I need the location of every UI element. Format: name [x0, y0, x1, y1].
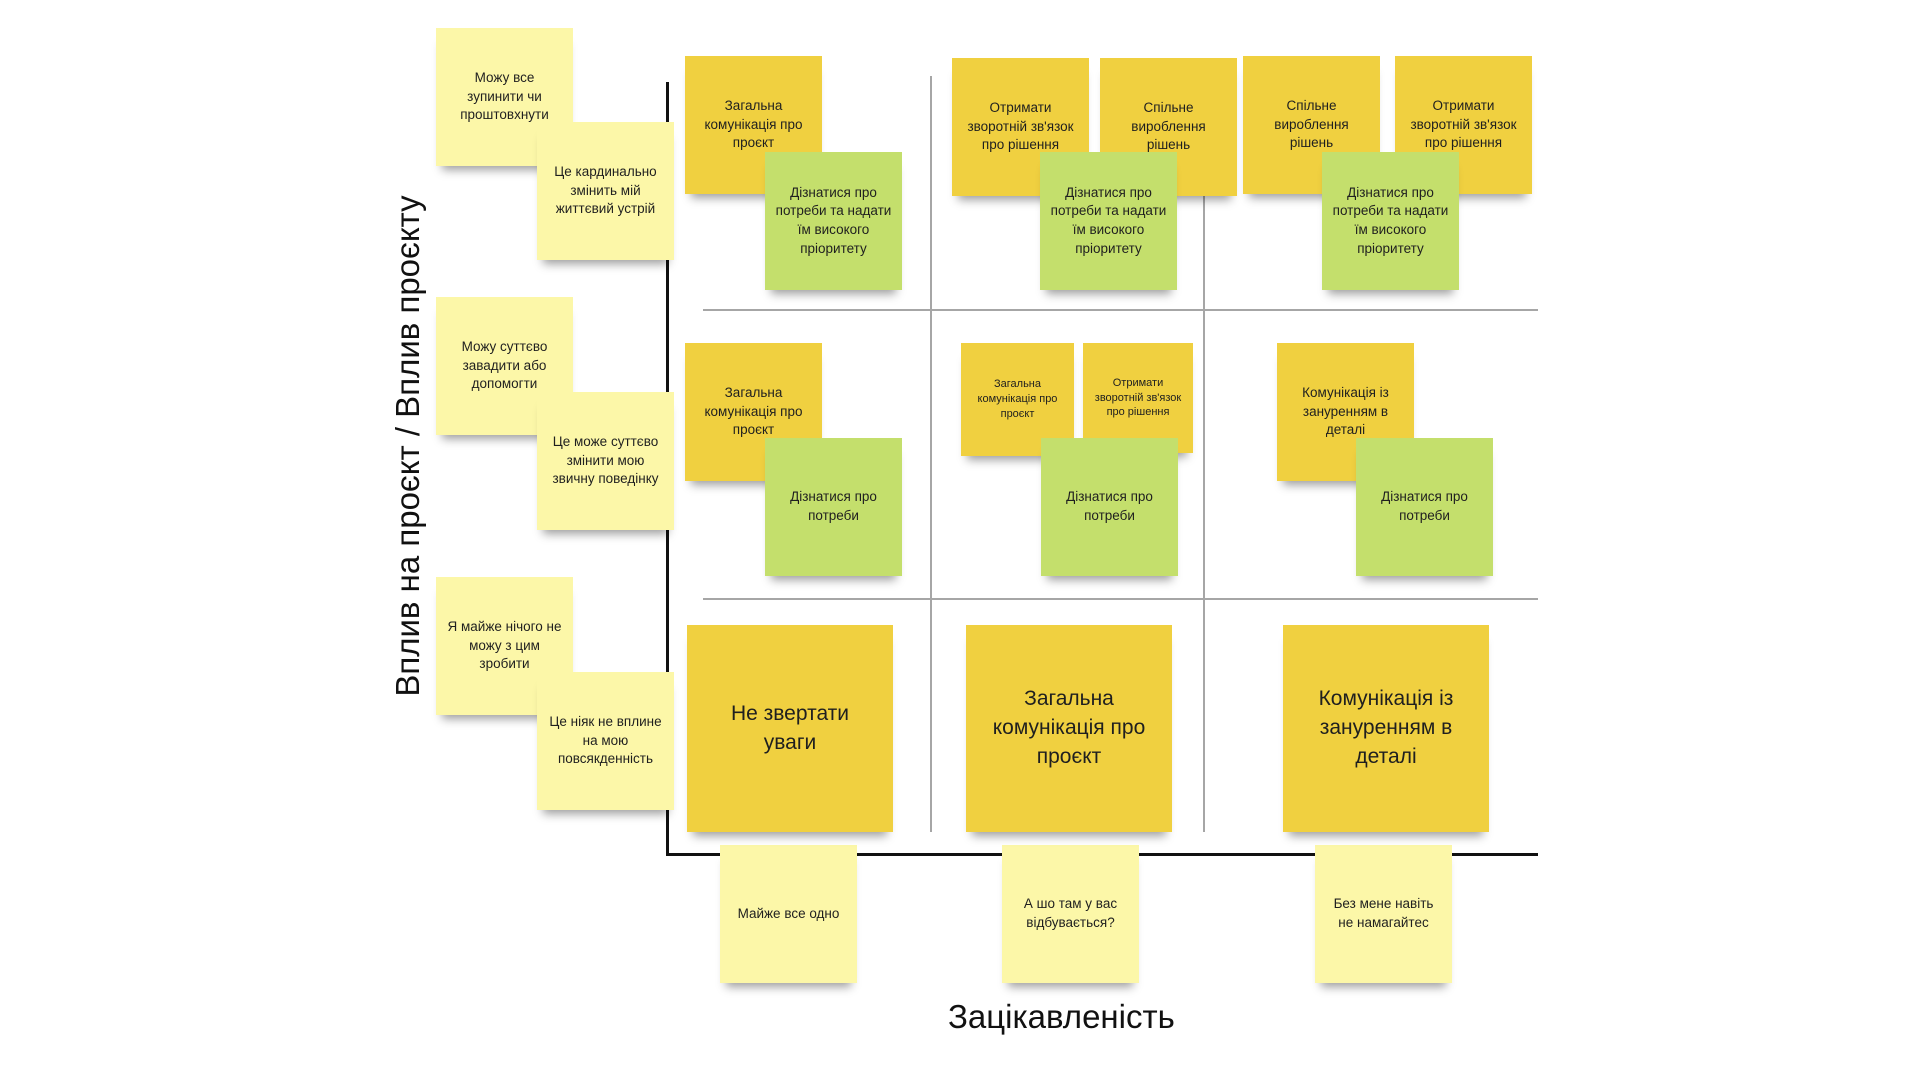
note-mid-low-amber: Загальна комунікація про проєкт — [685, 343, 822, 481]
y-axis-label: Вплив на проєкт / Вплив проєкту — [389, 195, 426, 697]
note-low-medium-amber: Загальна комунікація про проєкт — [966, 625, 1172, 832]
grid-vertical-line-2 — [1203, 78, 1205, 832]
note-high-low-amber: Загальна комунікація про проєкт — [685, 56, 822, 194]
note-low-high-amber: Комунікація із зануренням в деталі — [1283, 625, 1489, 832]
note-high-low-green: Дізнатися про потреби та надати їм висок… — [765, 152, 902, 290]
x-note-low: Майже все одно — [720, 845, 857, 983]
note-mid-low-green: Дізнатися про потреби — [765, 438, 902, 576]
note-high-medium-amber-1: Отримати зворотній зв'язок про рішення — [952, 58, 1089, 196]
grid-vertical-line-1 — [930, 76, 932, 832]
x-note-high: Без мене навіть не намагайтес — [1315, 845, 1452, 983]
y-note-middle-impact: Це може суттєво змінити мою звичну повед… — [537, 392, 674, 530]
y-note-top-impact: Це кардинально змінить мій життєвий устр… — [537, 122, 674, 260]
note-mid-medium-amber-1: Загальна комунікація про проєкт — [961, 343, 1074, 456]
note-mid-high-green: Дізнатися про потреби — [1356, 438, 1493, 576]
y-note-bottom-influence: Я майже нічого не можу з цим зробити — [436, 577, 573, 715]
note-high-high-amber-2: Отримати зворотній зв'язок про рішення — [1395, 56, 1532, 194]
x-axis-label: Зацікавленість — [948, 998, 1175, 1035]
note-high-medium-green: Дізнатися про потреби та надати їм висок… — [1040, 152, 1177, 290]
grid-horizontal-line-2 — [703, 598, 1538, 600]
x-note-medium: А шо там у вас відбувається? — [1002, 845, 1139, 983]
y-note-bottom-impact: Це ніяк не вплине на мою повсякденність — [537, 672, 674, 810]
note-mid-medium-green: Дізнатися про потреби — [1041, 438, 1178, 576]
note-high-high-green: Дізнатися про потреби та надати їм висок… — [1322, 152, 1459, 290]
note-low-low-amber: Не звертати уваги — [687, 625, 893, 832]
note-mid-medium-amber-2: Отримати зворотній зв'язок про рішення — [1083, 343, 1193, 453]
grid-horizontal-line-1 — [703, 309, 1538, 311]
